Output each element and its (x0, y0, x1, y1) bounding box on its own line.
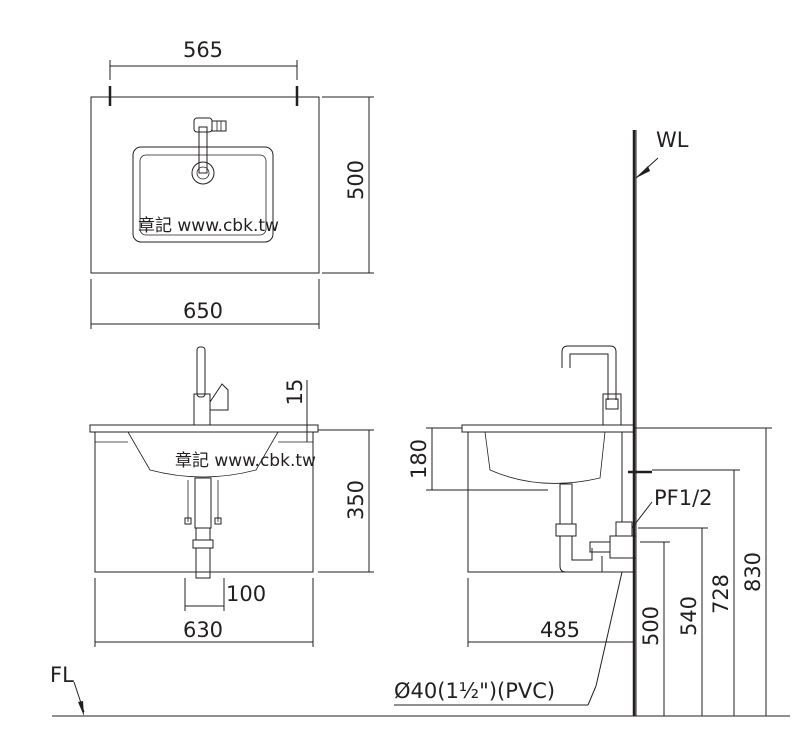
side-p-trap (559, 536, 603, 573)
front-basin-outline (127, 431, 279, 478)
wl-label: WL (656, 128, 689, 152)
front-faucet-handle (209, 383, 229, 411)
front-drain-tail (194, 477, 212, 529)
front-cabinet (94, 431, 314, 573)
dim-650-label: 650 (183, 299, 223, 323)
pf-leader (631, 501, 653, 529)
front-drain-nut (195, 527, 211, 541)
front-countertop (89, 424, 319, 433)
side-angle-valve (615, 521, 633, 537)
dim-728-label: 728 (709, 574, 733, 614)
dim-500-depth-label: 500 (344, 160, 368, 200)
top-view-drain-inner (196, 166, 210, 180)
dim-350-label: 350 (344, 480, 368, 520)
watermark-top: 章記 www.cbk.tw (138, 216, 279, 236)
dim-485-label: 485 (540, 618, 580, 642)
fl-label: FL (50, 663, 74, 687)
side-basin-outline (484, 431, 606, 484)
top-view-countertop (90, 96, 320, 274)
drain-pipe-leader (595, 571, 623, 687)
side-cabinet (467, 431, 635, 573)
drain-pipe-label: Ø40(1½")(PVC) (394, 679, 555, 703)
top-view-basin-inner (139, 154, 267, 236)
front-faucet-body (193, 393, 211, 426)
side-drain-tail (559, 483, 573, 525)
top-view-drain-outer (191, 161, 215, 185)
top-view-spout (198, 126, 208, 174)
side-faucet-body (602, 393, 622, 426)
top-view-faucet-base (193, 117, 213, 133)
side-drain-wall-flange (609, 535, 637, 559)
top-view-handle (211, 120, 227, 132)
dim-540-label: 540 (677, 596, 701, 636)
floor: FL (50, 663, 790, 717)
side-view: WL PF1/2 180 485 500 (394, 128, 772, 716)
side-faucet-spout (561, 345, 617, 400)
side-countertop (461, 424, 635, 433)
dim-15-label: 15 (283, 379, 307, 406)
dim-565-label: 565 (183, 38, 223, 62)
top-view: 565 500 650 章記 www.cbk.tw (90, 38, 374, 329)
dim-180-label: 180 (407, 439, 431, 479)
dim-830-label: 830 (741, 552, 765, 592)
top-view-basin-outer (132, 146, 274, 243)
front-drain-pipe (195, 547, 211, 579)
dim-630-label: 630 (183, 618, 223, 642)
pf-label: PF1/2 (654, 486, 713, 510)
dim-100-label: 100 (226, 582, 266, 606)
dim-500-height-label: 500 (639, 606, 663, 646)
front-view: 15 350 100 630 章記 www.cbk.tw (89, 346, 374, 647)
front-faucet-spout (196, 346, 206, 398)
watermark-front: 章記 www.cbk.tw (175, 451, 316, 471)
